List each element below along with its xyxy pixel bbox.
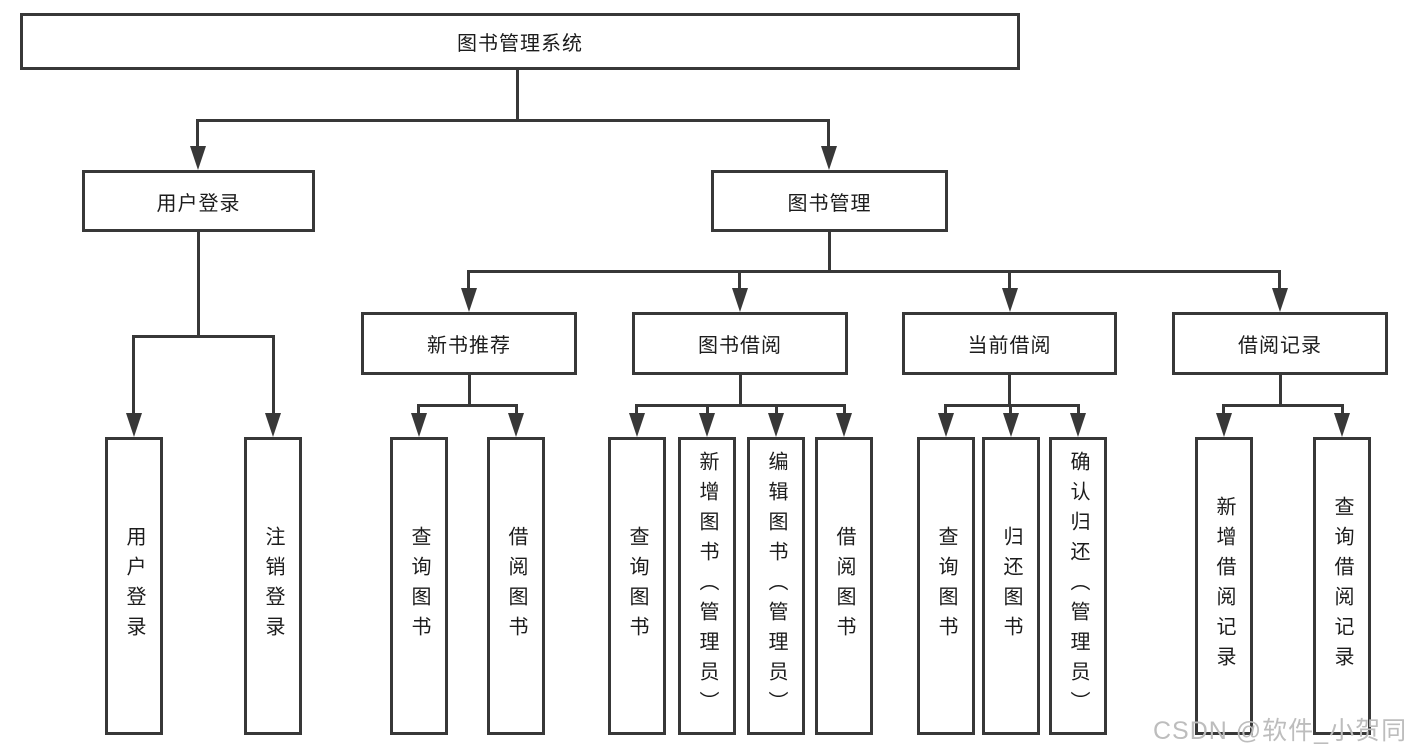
box-leaf-logout: 注销登录 <box>244 437 302 735</box>
box-label: 新书推荐 <box>427 335 511 357</box>
arrow-down-icon <box>768 413 784 437</box>
arrow-down-icon <box>1070 413 1086 437</box>
connector-line <box>738 270 741 294</box>
arrow-down-icon <box>836 413 852 437</box>
connector-line <box>828 232 831 273</box>
arrow-down-icon <box>629 413 645 437</box>
box-leaf-add-borrow-record: 新增借阅记录 <box>1195 437 1253 735</box>
box-label: 图书借阅 <box>698 335 782 357</box>
connector-line <box>1008 270 1011 294</box>
connector-line <box>1279 375 1282 407</box>
box-current-borrowing: 当前借阅 <box>902 312 1117 375</box>
connector-line <box>635 404 846 407</box>
box-leaf-user-login: 用户登录 <box>105 437 163 735</box>
connector-line <box>1009 404 1012 418</box>
connector-line <box>467 270 1281 273</box>
arrow-down-icon <box>461 288 477 312</box>
arrow-down-icon <box>1216 413 1232 437</box>
arrow-down-icon <box>938 413 954 437</box>
connector-line <box>739 375 742 407</box>
box-leaf-borrow-books-recommend: 借阅图书 <box>487 437 545 735</box>
arrow-down-icon <box>1003 413 1019 437</box>
connector-line <box>944 404 1080 407</box>
arrow-down-icon <box>821 146 837 170</box>
box-library-system-root: 图书管理系统 <box>20 13 1020 70</box>
connector-line <box>1008 375 1011 407</box>
connector-line <box>196 119 830 122</box>
box-label: 新增图书（管理员） <box>696 451 718 721</box>
box-label: 确认归还（管理员） <box>1067 451 1089 721</box>
box-label: 用户登录 <box>123 526 145 646</box>
box-label: 借阅图书 <box>505 526 527 646</box>
box-new-book-recommend: 新书推荐 <box>361 312 577 375</box>
box-borrowing-records: 借阅记录 <box>1172 312 1388 375</box>
arrow-down-icon <box>1002 288 1018 312</box>
box-label: 查询图书 <box>408 526 430 646</box>
connector-line <box>635 404 638 418</box>
connector-line <box>516 70 519 121</box>
connector-line <box>1341 404 1344 418</box>
connector-line <box>467 270 470 294</box>
connector-line <box>843 404 846 418</box>
box-label: 归还图书 <box>1000 526 1022 646</box>
box-label: 图书管理 <box>787 192 872 215</box>
arrow-down-icon <box>265 413 281 437</box>
arrow-down-icon <box>126 413 142 437</box>
connector-line <box>417 404 420 418</box>
connector-line <box>417 404 518 407</box>
connector-line <box>827 119 830 151</box>
box-label: 借阅图书 <box>833 526 855 646</box>
box-user-login-branch: 用户登录 <box>82 170 315 232</box>
box-book-management: 图书管理 <box>711 170 948 232</box>
arrow-down-icon <box>699 413 715 437</box>
arrow-down-icon <box>190 146 206 170</box>
box-label: 借阅记录 <box>1238 335 1322 357</box>
box-leaf-return-books: 归还图书 <box>982 437 1040 735</box>
connector-line <box>1278 270 1281 294</box>
arrow-down-icon <box>732 288 748 312</box>
connector-line <box>272 335 275 418</box>
connector-line <box>468 375 471 407</box>
box-label: 查询借阅记录 <box>1331 496 1353 676</box>
box-leaf-query-books-recommend: 查询图书 <box>390 437 448 735</box>
connector-line <box>1222 404 1225 418</box>
box-leaf-query-borrow-record: 查询借阅记录 <box>1313 437 1371 735</box>
arrow-down-icon <box>508 413 524 437</box>
csdn-watermark: CSDN @软件_小贺同学 <box>1153 717 1405 745</box>
box-label: 查询图书 <box>626 526 648 646</box>
box-leaf-query-books-current: 查询图书 <box>917 437 975 735</box>
box-book-borrowing: 图书借阅 <box>632 312 848 375</box>
box-label: 当前借阅 <box>967 335 1052 357</box>
arrow-down-icon <box>1272 288 1288 312</box>
connector-line <box>1222 404 1344 407</box>
box-leaf-borrow-books: 借阅图书 <box>815 437 873 735</box>
connector-line <box>775 404 778 418</box>
arrow-down-icon <box>411 413 427 437</box>
connector-line <box>515 404 518 418</box>
box-label: 注销登录 <box>262 526 284 646</box>
box-leaf-add-books-admin: 新增图书（管理员） <box>678 437 736 735</box>
box-label: 用户登录 <box>156 192 241 215</box>
box-label: 编辑图书（管理员） <box>765 451 787 721</box>
box-label: 新增借阅记录 <box>1213 496 1235 676</box>
connector-line <box>197 232 200 338</box>
box-leaf-confirm-return-admin: 确认归还（管理员） <box>1049 437 1107 735</box>
box-leaf-query-books-borrowing: 查询图书 <box>608 437 666 735</box>
arrow-down-icon <box>1334 413 1350 437</box>
connector-line <box>706 404 709 418</box>
connector-line <box>1077 404 1080 418</box>
connector-line <box>132 335 135 418</box>
connector-line <box>944 404 947 418</box>
box-label: 查询图书 <box>935 526 957 646</box>
connector-line <box>196 119 199 151</box>
box-label: 图书管理系统 <box>457 33 583 55</box>
box-leaf-edit-books-admin: 编辑图书（管理员） <box>747 437 805 735</box>
connector-line <box>132 335 275 338</box>
